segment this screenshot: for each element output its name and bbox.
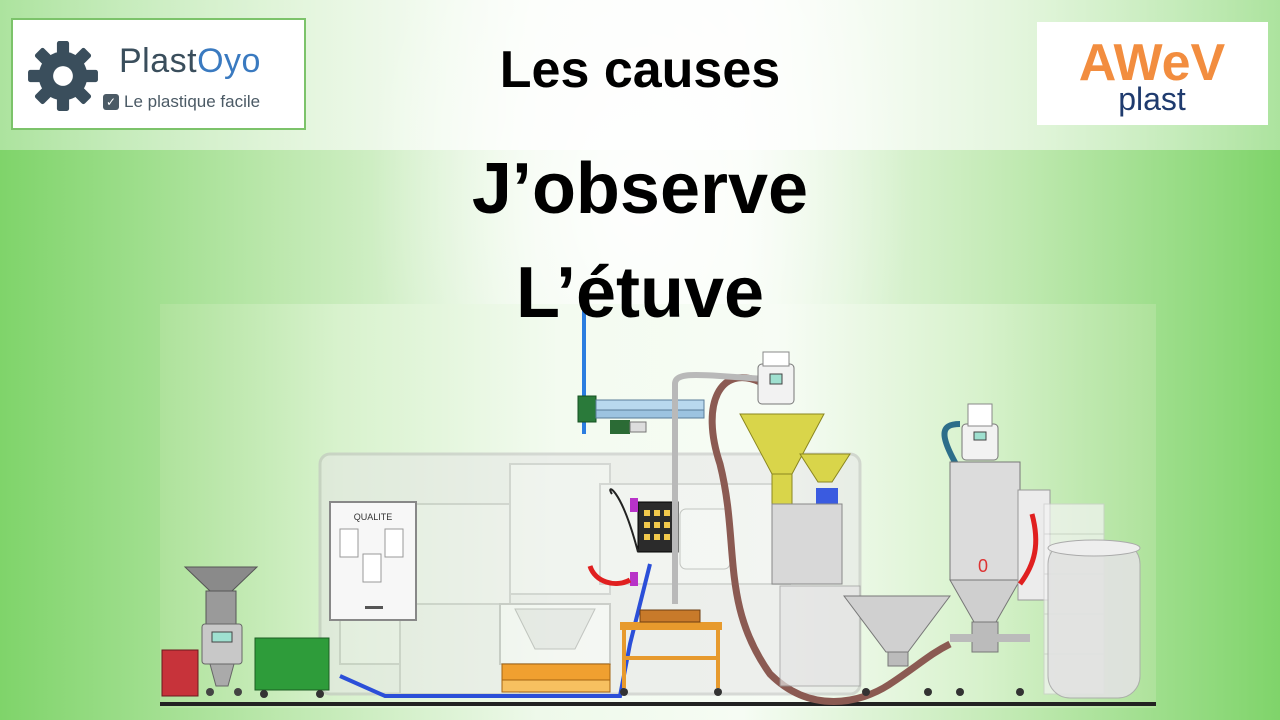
quality-cabinet: QUALITE [329, 501, 417, 621]
barrel [1047, 539, 1141, 699]
hopper-loader [739, 351, 861, 687]
blue-pipe-bottom [339, 563, 652, 698]
plastoyo-logo: PlastOyo ✓ Le plastique facile [11, 18, 306, 130]
quality-cabinet-label: QUALITE [354, 512, 393, 522]
headline-observe: J’observe [471, 149, 809, 229]
dryer: 0 [941, 403, 1051, 696]
plastoyo-brand: PlastOyo [119, 42, 261, 80]
floor-line [160, 702, 1156, 706]
green-container [254, 637, 330, 698]
page-title: Les causes [499, 41, 781, 99]
awev-plast-logo: AWeV plast [1037, 22, 1268, 125]
headline-dryer: L’étuve [515, 253, 765, 333]
awev-brand-bottom: plast [1118, 81, 1186, 117]
gear-icon [28, 41, 98, 111]
plastoyo-tagline: ✓ Le plastique facile [103, 92, 260, 112]
granulator [183, 566, 259, 696]
injection-machine [318, 452, 862, 696]
robot-arm [577, 395, 705, 434]
checkbox-icon: ✓ [103, 94, 119, 110]
red-hose [587, 565, 632, 586]
robot-controller [630, 498, 679, 586]
brown-hose [708, 374, 952, 705]
red-bin [161, 649, 199, 697]
awev-brand-top: AWeV [1079, 34, 1226, 92]
injection-line-illustration: QUALITE [160, 304, 1156, 708]
dryer-label: 0 [978, 556, 988, 576]
temperature-controller-table [620, 609, 722, 696]
awev-logo-graphic: AWeV plast [1079, 34, 1226, 117]
funnel-hopper [843, 595, 951, 696]
orange-tray [501, 663, 611, 681]
